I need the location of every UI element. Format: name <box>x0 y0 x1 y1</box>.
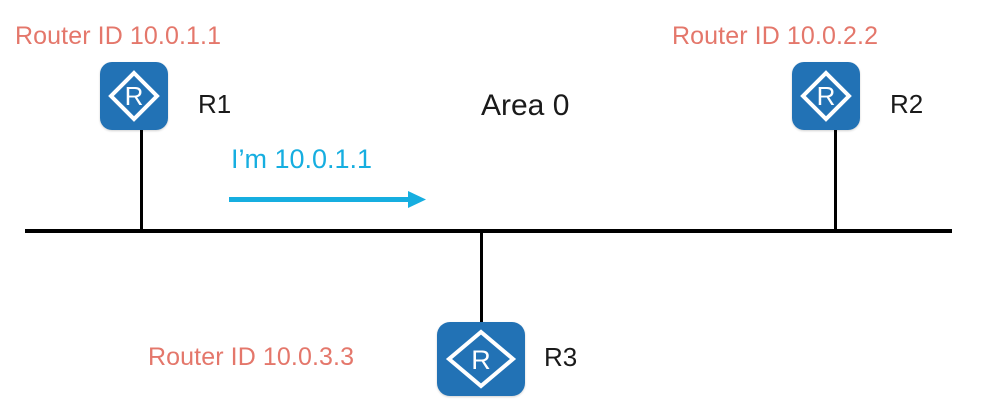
device-label-r1: R1 <box>198 89 232 119</box>
link-r2-to-bus <box>834 128 837 231</box>
area-label: Area 0 <box>481 89 570 122</box>
router-node-r1[interactable]: R <box>100 62 168 130</box>
ethernet-bus-line <box>25 229 952 233</box>
hello-packet-arrow <box>228 188 428 212</box>
link-r1-to-bus <box>140 128 143 231</box>
router-node-r2[interactable]: R <box>792 62 860 130</box>
svg-text:R: R <box>471 345 491 375</box>
hello-packet-label: I’m 10.0.1.1 <box>231 144 373 174</box>
router-id-label-r3: Router ID 10.0.3.3 <box>148 343 355 371</box>
router-node-r3[interactable]: R <box>437 322 525 396</box>
svg-text:R: R <box>817 81 836 111</box>
device-label-r2: R2 <box>890 89 924 119</box>
link-r3-to-bus <box>480 231 483 324</box>
svg-text:R: R <box>125 81 144 111</box>
router-icon: R <box>437 322 525 396</box>
router-icon: R <box>792 62 860 130</box>
device-label-r3: R3 <box>544 342 578 372</box>
router-id-label-r1: Router ID 10.0.1.1 <box>15 22 222 50</box>
router-icon: R <box>100 62 168 130</box>
router-id-label-r2: Router ID 10.0.2.2 <box>672 22 879 50</box>
